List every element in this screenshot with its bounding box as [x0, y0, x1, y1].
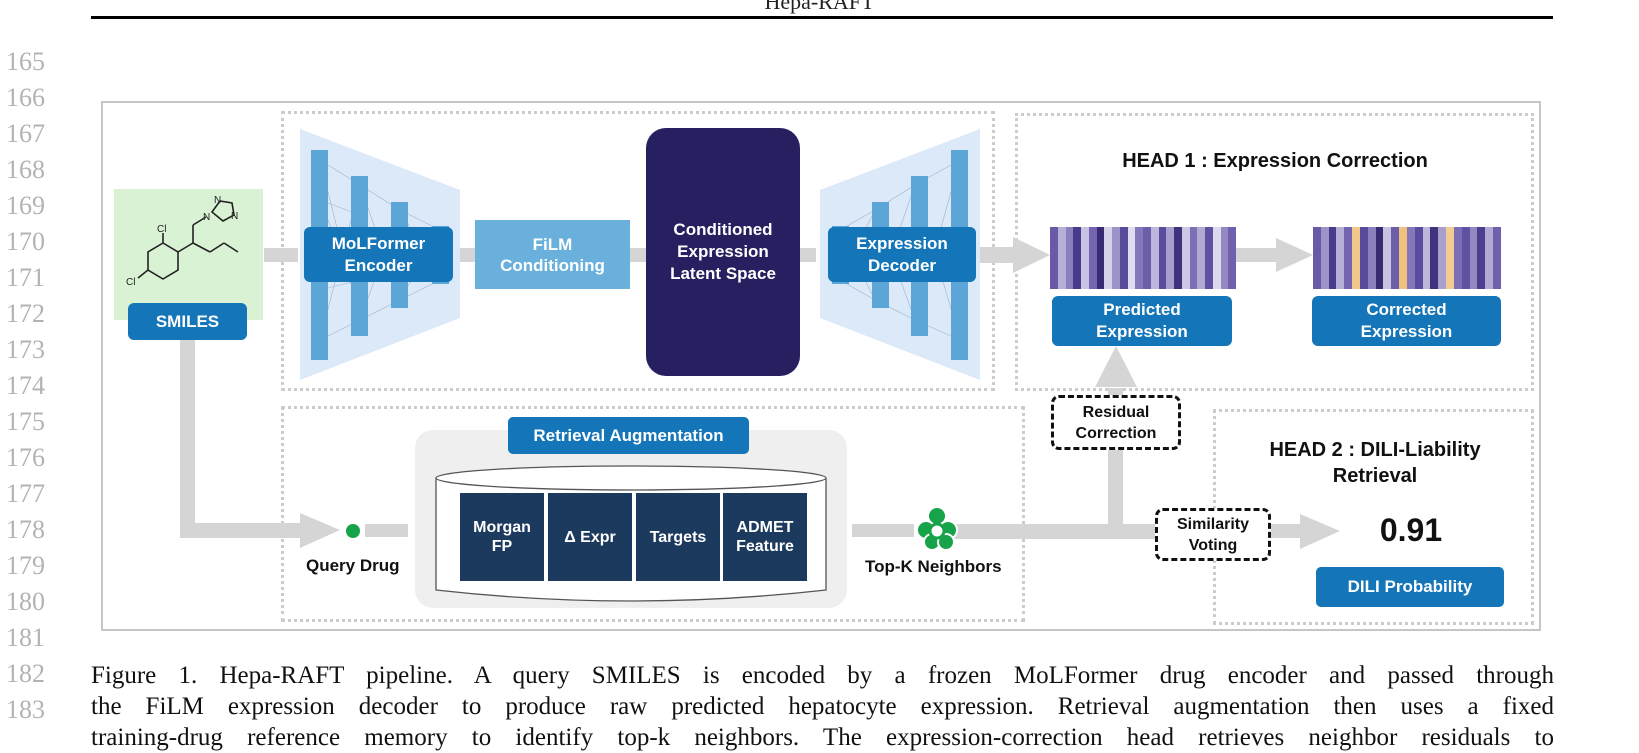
svg-text:Cl: Cl — [157, 224, 166, 235]
retrieval-panel — [281, 406, 1025, 622]
dili-score: 0.91 — [1379, 512, 1443, 548]
line-number: 179 — [6, 551, 45, 580]
running-title: Hepa-RAFT — [764, 0, 875, 14]
corrected-expression-heatmap — [1313, 227, 1501, 289]
predicted-expression-label: Predicted Expression — [1052, 296, 1232, 346]
svg-text:N: N — [203, 212, 210, 223]
encoder-label: MoLFormer Encoder — [304, 227, 453, 282]
line-number: 168 — [6, 155, 45, 184]
query-dot — [346, 524, 360, 538]
header-rule — [91, 16, 1553, 19]
svg-text:N: N — [231, 211, 238, 222]
molecule-atoms: Cl Cl N N N — [126, 195, 238, 288]
caption-line: Figure 1. Hepa-RAFT pipeline. A query SM… — [91, 662, 1554, 689]
residual-correction-box: Residual Correction — [1051, 395, 1181, 450]
line-number: 170 — [6, 227, 45, 256]
figure-caption: Figure 1. Hepa-RAFT pipeline. A query SM… — [91, 660, 1554, 753]
line-number: 175 — [6, 407, 45, 436]
db-field-admet-feature: ADMET Feature — [723, 493, 807, 581]
line-number: 166 — [6, 83, 45, 112]
line-number: 169 — [6, 191, 45, 220]
line-number: 178 — [6, 515, 45, 544]
line-number: 182 — [6, 659, 45, 688]
molecule-drawing — [137, 200, 239, 280]
latent-space-box: Conditioned Expression Latent Space — [646, 128, 800, 376]
dili-probability-label: DILI Probability — [1316, 567, 1504, 607]
line-number: 181 — [6, 623, 45, 652]
svg-text:Cl: Cl — [126, 277, 135, 288]
db-field-delta-expr: Δ Expr — [548, 493, 632, 581]
corrected-expression-label: Corrected Expression — [1312, 296, 1501, 346]
figure-graphics: Cl Cl N N N — [126, 129, 1340, 602]
caption-line: training-drug reference memory to identi… — [91, 724, 1554, 751]
neighbor-cluster-icon — [916, 506, 958, 551]
line-number: 171 — [6, 263, 45, 292]
connector-arrows — [180, 237, 1340, 549]
similarity-voting-box: Similarity Voting — [1155, 508, 1271, 561]
caption-line: the FiLM expression decoder to produce r… — [91, 693, 1554, 720]
predicted-expression-heatmap — [1050, 227, 1236, 289]
line-number: 183 — [6, 695, 45, 724]
top-k-neighbors-label: Top-K Neighbors — [865, 557, 1002, 576]
line-number: 173 — [6, 335, 45, 364]
svg-text:N: N — [214, 195, 221, 206]
figure-frame — [101, 101, 1541, 631]
line-number: 176 — [6, 443, 45, 472]
line-number: 167 — [6, 119, 45, 148]
smiles-label: SMILES — [128, 303, 247, 340]
head1-title: HEAD 1 : Expression Correction — [1122, 150, 1428, 172]
decoder-label: Expression Decoder — [828, 227, 976, 282]
db-field-targets: Targets — [636, 493, 720, 581]
line-number: 180 — [6, 587, 45, 616]
query-drug-label: Query Drug — [306, 556, 400, 575]
line-number: 172 — [6, 299, 45, 328]
line-number: 174 — [6, 371, 45, 400]
line-number: 165 — [6, 47, 45, 76]
head2-title: HEAD 2 : DILI-Liability Retrieval — [1269, 439, 1481, 487]
retrieval-augmentation-title: Retrieval Augmentation — [508, 417, 749, 454]
line-number: 177 — [6, 479, 45, 508]
film-conditioning-box: FiLM Conditioning — [475, 220, 630, 289]
db-field-morgan-fp: Morgan FP — [460, 493, 544, 581]
